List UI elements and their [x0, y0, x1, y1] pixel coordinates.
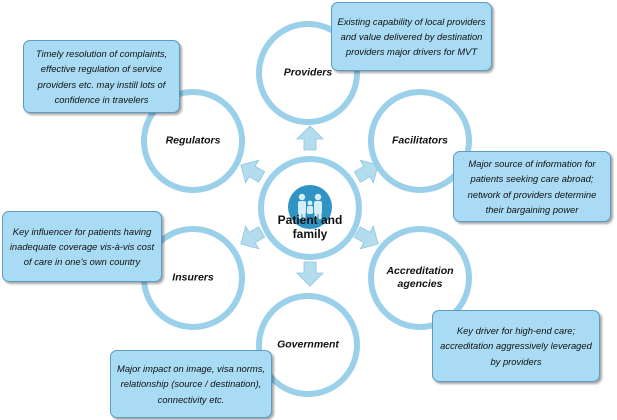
- regulators-circle: [141, 89, 245, 193]
- arrow-to-facilitators: [353, 159, 379, 184]
- center-label: Patient and family: [277, 213, 343, 241]
- accreditation-label: Accreditation agencies: [386, 264, 454, 290]
- arrow-to-providers: [296, 125, 324, 151]
- accreditation-callout: Key driver for high-end care; accreditat…: [432, 310, 600, 382]
- facilitators-callout: Major source of information for patients…: [453, 151, 611, 222]
- regulators-callout: Timely resolution of complaints, effecti…: [23, 40, 180, 113]
- regulators-label: Regulators: [165, 134, 221, 147]
- arrow-to-accreditation: [353, 225, 379, 250]
- arrow-to-insurers: [240, 225, 266, 250]
- providers-callout: Existing capability of local providers a…: [331, 2, 492, 71]
- arrow-to-government: [296, 261, 324, 287]
- insurers-callout: Key influencer for patients having inade…: [2, 211, 162, 282]
- family-people-icon: [288, 185, 332, 229]
- facilitators-label: Facilitators: [391, 134, 449, 147]
- insurers-label: Insurers: [172, 271, 214, 284]
- government-circle: [256, 293, 360, 397]
- facilitators-circle: [368, 89, 472, 193]
- providers-label: Providers: [283, 66, 333, 79]
- government-label: Government: [277, 338, 339, 351]
- arrow-to-regulators: [240, 159, 266, 184]
- government-callout: Major impact on image, visa norms, relat…: [110, 350, 272, 418]
- accreditation-circle: [368, 226, 472, 330]
